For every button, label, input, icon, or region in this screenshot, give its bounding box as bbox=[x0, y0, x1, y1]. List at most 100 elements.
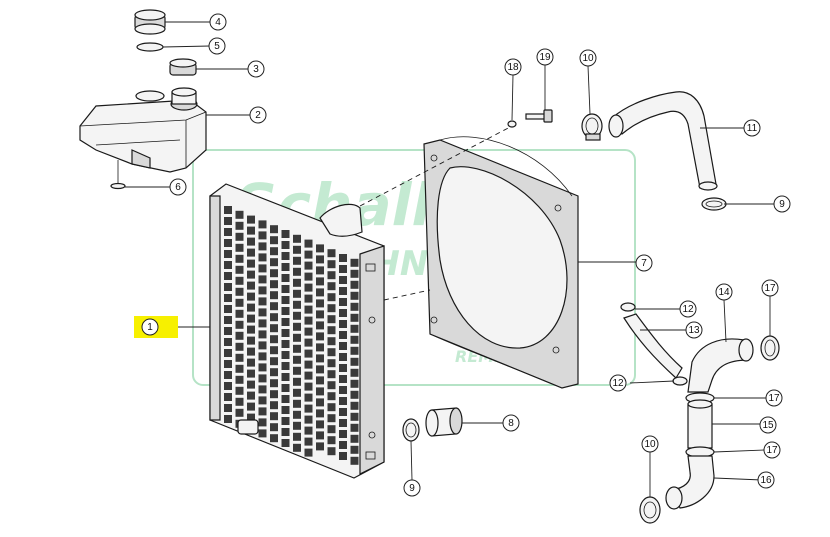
radiator-fin bbox=[350, 335, 359, 344]
radiator-fin bbox=[304, 415, 313, 424]
radiator-fin bbox=[270, 346, 278, 355]
radiator-fin bbox=[304, 250, 313, 259]
radiator-fin bbox=[316, 398, 324, 407]
radiator-fin bbox=[247, 369, 255, 378]
small-hose bbox=[623, 313, 683, 379]
radiator-fin bbox=[350, 412, 359, 421]
radiator-fin bbox=[258, 374, 267, 383]
radiator-fin bbox=[258, 264, 267, 273]
radiator-fin bbox=[258, 385, 267, 394]
radiator-fin bbox=[304, 382, 313, 391]
callout-label: 8 bbox=[508, 418, 514, 429]
radiator-fin bbox=[293, 245, 301, 254]
radiator-fin bbox=[258, 330, 267, 339]
o-ring bbox=[136, 42, 164, 52]
callout-c9b: 9 bbox=[773, 195, 791, 213]
radiator-fin bbox=[281, 318, 290, 326]
radiator-fin bbox=[293, 399, 301, 408]
radiator-fin bbox=[224, 261, 232, 269]
radiator-fin bbox=[350, 456, 359, 465]
radiator-fin bbox=[235, 210, 244, 219]
radiator-fin bbox=[247, 380, 255, 389]
sensor-cap bbox=[169, 58, 197, 76]
callout-label: 2 bbox=[255, 110, 261, 121]
radiator-fin bbox=[235, 221, 244, 230]
radiator-fin bbox=[316, 376, 324, 385]
callout-c12b: 12 bbox=[609, 374, 627, 392]
watermark-frame bbox=[192, 149, 636, 386]
small-ring bbox=[110, 182, 126, 190]
callout-c12a: 12 bbox=[679, 300, 697, 318]
bolt bbox=[525, 109, 553, 123]
radiator-fin bbox=[224, 239, 232, 247]
radiator-fin bbox=[235, 408, 244, 417]
callout-c2: 2 bbox=[249, 106, 267, 124]
radiator-fin bbox=[224, 382, 232, 390]
radiator-fin bbox=[281, 384, 290, 392]
radiator-fin bbox=[293, 278, 301, 287]
radiator-fin bbox=[247, 402, 255, 411]
callout-c18: 18 bbox=[504, 58, 522, 76]
radiator-fin bbox=[316, 409, 324, 418]
radiator-fin bbox=[304, 426, 313, 435]
radiator-fin bbox=[270, 291, 278, 300]
radiator-fin bbox=[270, 280, 278, 289]
radiator-fin bbox=[270, 423, 278, 432]
radiator-fin bbox=[235, 364, 244, 373]
radiator-fin bbox=[224, 228, 232, 236]
radiator-fin bbox=[258, 352, 267, 361]
radiator-fin bbox=[258, 407, 267, 416]
radiator-fin bbox=[281, 274, 290, 282]
radiator-fin bbox=[339, 276, 347, 284]
tank-cap bbox=[134, 9, 166, 35]
expansion-tank bbox=[79, 87, 207, 173]
radiator-fin bbox=[293, 333, 301, 342]
radiator-fin bbox=[293, 366, 301, 375]
radiator-fin bbox=[350, 291, 359, 300]
radiator-fin bbox=[350, 357, 359, 366]
radiator-fin bbox=[224, 327, 232, 335]
callout-c17b: 17 bbox=[765, 389, 783, 407]
callout-label: 17 bbox=[766, 445, 778, 456]
radiator-fin bbox=[224, 371, 232, 379]
radiator-fin bbox=[270, 434, 278, 443]
radiator-fin bbox=[281, 252, 290, 260]
radiator-fin bbox=[270, 390, 278, 399]
radiator-fin bbox=[350, 401, 359, 410]
radiator-fin bbox=[270, 236, 278, 245]
radiator-fin bbox=[258, 220, 267, 229]
radiator-fin bbox=[281, 285, 290, 293]
radiator-fin bbox=[339, 364, 347, 372]
radiator-fin bbox=[270, 379, 278, 388]
callout-label: 6 bbox=[175, 182, 181, 193]
radiator-fin bbox=[316, 299, 324, 308]
radiator-fin bbox=[327, 403, 336, 412]
radiator-fin bbox=[270, 269, 278, 278]
radiator-fin bbox=[316, 244, 324, 253]
radiator-fin bbox=[293, 300, 301, 309]
radiator-fin bbox=[304, 316, 313, 325]
callout-label: 12 bbox=[682, 304, 694, 315]
radiator-fin bbox=[293, 234, 301, 243]
radiator-fin bbox=[304, 305, 313, 314]
radiator-fin bbox=[281, 263, 290, 271]
radiator-fin bbox=[293, 267, 301, 276]
radiator-fin bbox=[316, 288, 324, 297]
callout-c14: 14 bbox=[715, 283, 733, 301]
callout-label: 18 bbox=[507, 62, 519, 73]
radiator-fin bbox=[316, 343, 324, 352]
radiator-fin bbox=[304, 437, 313, 446]
radiator-fin bbox=[258, 319, 267, 328]
radiator-fin bbox=[339, 452, 347, 460]
radiator-fin bbox=[304, 338, 313, 347]
callout-label: 1 bbox=[147, 322, 153, 333]
radiator-fin bbox=[327, 282, 336, 291]
radiator-fin bbox=[293, 355, 301, 364]
radiator-fin bbox=[327, 271, 336, 280]
radiator-fin bbox=[247, 347, 255, 356]
radiator-fin bbox=[304, 349, 313, 358]
radiator-fin bbox=[350, 324, 359, 333]
radiator-fin bbox=[258, 253, 267, 262]
radiator-fin bbox=[293, 432, 301, 441]
